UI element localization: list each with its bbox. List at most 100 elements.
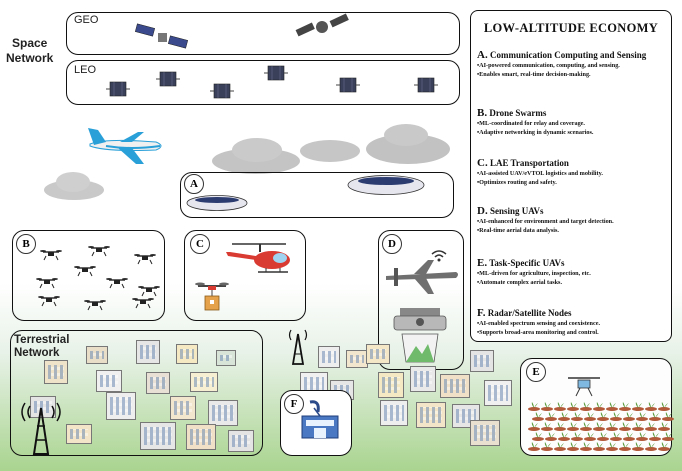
panel-title: LOW-ALTITUDE ECONOMY — [483, 21, 659, 35]
section-heading: B. Drone Swarms — [477, 107, 669, 119]
section-heading: F. Radar/Satellite Nodes — [477, 307, 669, 319]
cloud — [300, 140, 360, 162]
section-bullet: •AI-enabled spectrum sensing and coexist… — [477, 320, 600, 327]
swarm-drone-icon — [106, 278, 128, 289]
crop-plant-icon — [645, 402, 657, 411]
section-bullet: •Supports broad-area monitoring and cont… — [477, 329, 599, 336]
crop-plant-icon — [528, 422, 540, 431]
section-letter: F. — [477, 307, 486, 319]
section-bullet: •AI-assisted UAV/eVTOL logistics and mob… — [477, 170, 603, 177]
wifi-signal-icon — [431, 250, 447, 262]
building — [44, 360, 68, 384]
building — [366, 344, 390, 364]
lae-info-panel: LOW-ALTITUDE ECONOMY A. Communication Co… — [470, 10, 672, 342]
leo-satellite-icon — [210, 83, 234, 99]
swarm-drone-icon — [40, 250, 62, 261]
crop-plant-icon — [554, 442, 566, 451]
crop-plant-icon — [571, 412, 583, 421]
crop-plant-icon — [545, 432, 557, 441]
crop-plant-icon — [632, 442, 644, 451]
geo-label: GEO — [74, 14, 99, 26]
section-title: Task-Specific UAVs — [489, 258, 565, 268]
panel-section: E. Task-Specific UAVs •ML-driven for agri… — [477, 257, 669, 287]
crop-plant-icon — [658, 422, 670, 431]
section-title: Communication Computing and Sensing — [489, 50, 647, 60]
building — [146, 372, 170, 394]
cell-tower-icon — [21, 402, 61, 455]
building — [378, 372, 404, 398]
zone-e-letter: E — [526, 362, 546, 382]
zone-f-letter: F — [284, 394, 304, 414]
airship-icon — [186, 195, 248, 211]
crop-plant-icon — [606, 422, 618, 431]
section-title: LAE Transportation — [489, 158, 569, 168]
geo-orbit-box — [66, 12, 460, 55]
crop-plant-icon — [541, 442, 553, 451]
building — [136, 340, 160, 364]
crop-plant-icon — [554, 422, 566, 431]
crop-plant-icon — [658, 402, 670, 411]
monitoring-station-icon — [393, 308, 447, 363]
leo-satellite-icon — [264, 65, 288, 81]
section-bullet: •AI-enhanced for environment and target … — [477, 218, 614, 225]
crop-plant-icon — [649, 432, 661, 441]
section-heading: A. Communication Computing and Sensing — [477, 49, 669, 61]
crop-plant-icon — [619, 402, 631, 411]
building — [380, 400, 408, 426]
crop-plant-icon — [636, 432, 648, 441]
swarm-drone-icon — [138, 286, 160, 297]
crop-plant-icon — [558, 412, 570, 421]
building — [66, 424, 92, 444]
terrestrial-network-box — [10, 330, 263, 456]
crop-plant-icon — [580, 422, 592, 431]
building — [440, 374, 470, 398]
section-bullet: •Adaptive networking in dynamic scenario… — [477, 129, 594, 136]
crop-plant-icon — [645, 422, 657, 431]
cloud — [384, 124, 428, 146]
leo-satellite-icon — [336, 77, 360, 93]
building — [416, 402, 446, 428]
sensing-uav-icon — [386, 260, 458, 294]
panel-section: C. LAE Transportation•AI-assisted UAV/eV… — [477, 157, 669, 187]
swarm-drone-icon — [134, 254, 156, 265]
crop-plant-icon — [649, 412, 661, 421]
section-letter: C. — [477, 157, 488, 169]
section-bullet: •ML-driven for agriculture, inspection, … — [477, 270, 591, 277]
panel-section: B. Drone Swarms•ML-coordinated for relay… — [477, 107, 669, 137]
crop-plant-icon — [632, 402, 644, 411]
crop-plant-icon — [606, 402, 618, 411]
section-heading: C. LAE Transportation — [477, 157, 669, 169]
crop-plant-icon — [528, 442, 540, 451]
swarm-drone-icon — [84, 300, 106, 311]
crop-plant-icon — [554, 402, 566, 411]
crop-plant-icon — [623, 412, 635, 421]
section-letter: D. — [477, 205, 488, 217]
crop-plant-icon — [645, 442, 657, 451]
section-letter: A. — [477, 49, 488, 61]
crop-plant-icon — [662, 432, 674, 441]
crop-plant-icon — [541, 402, 553, 411]
crop-plant-icon — [584, 432, 596, 441]
section-bullet: •Automate complex aerial tasks. — [477, 279, 562, 286]
building — [470, 420, 500, 446]
crop-plant-icon — [632, 422, 644, 431]
section-bullet: •AI-powered communication, computing, an… — [477, 62, 620, 69]
swarm-drone-icon — [74, 266, 96, 277]
section-title: Radar/Satellite Nodes — [487, 308, 572, 318]
building — [208, 400, 238, 426]
building — [170, 396, 196, 420]
leo-satellite-icon — [414, 77, 438, 93]
zone-b-box — [12, 230, 165, 321]
section-letter: E. — [477, 257, 488, 269]
crop-plant-icon — [528, 402, 540, 411]
leo-orbit-box — [66, 60, 460, 105]
geo-satellite-icon — [134, 23, 189, 49]
building — [140, 422, 176, 450]
building — [410, 366, 436, 392]
radar-station-icon — [301, 400, 339, 439]
cell-tower-icon — [288, 329, 308, 365]
crop-plant-icon — [532, 432, 544, 441]
delivery-drone-icon — [195, 282, 229, 311]
building — [86, 346, 108, 364]
leo-satellite-icon — [156, 71, 180, 87]
